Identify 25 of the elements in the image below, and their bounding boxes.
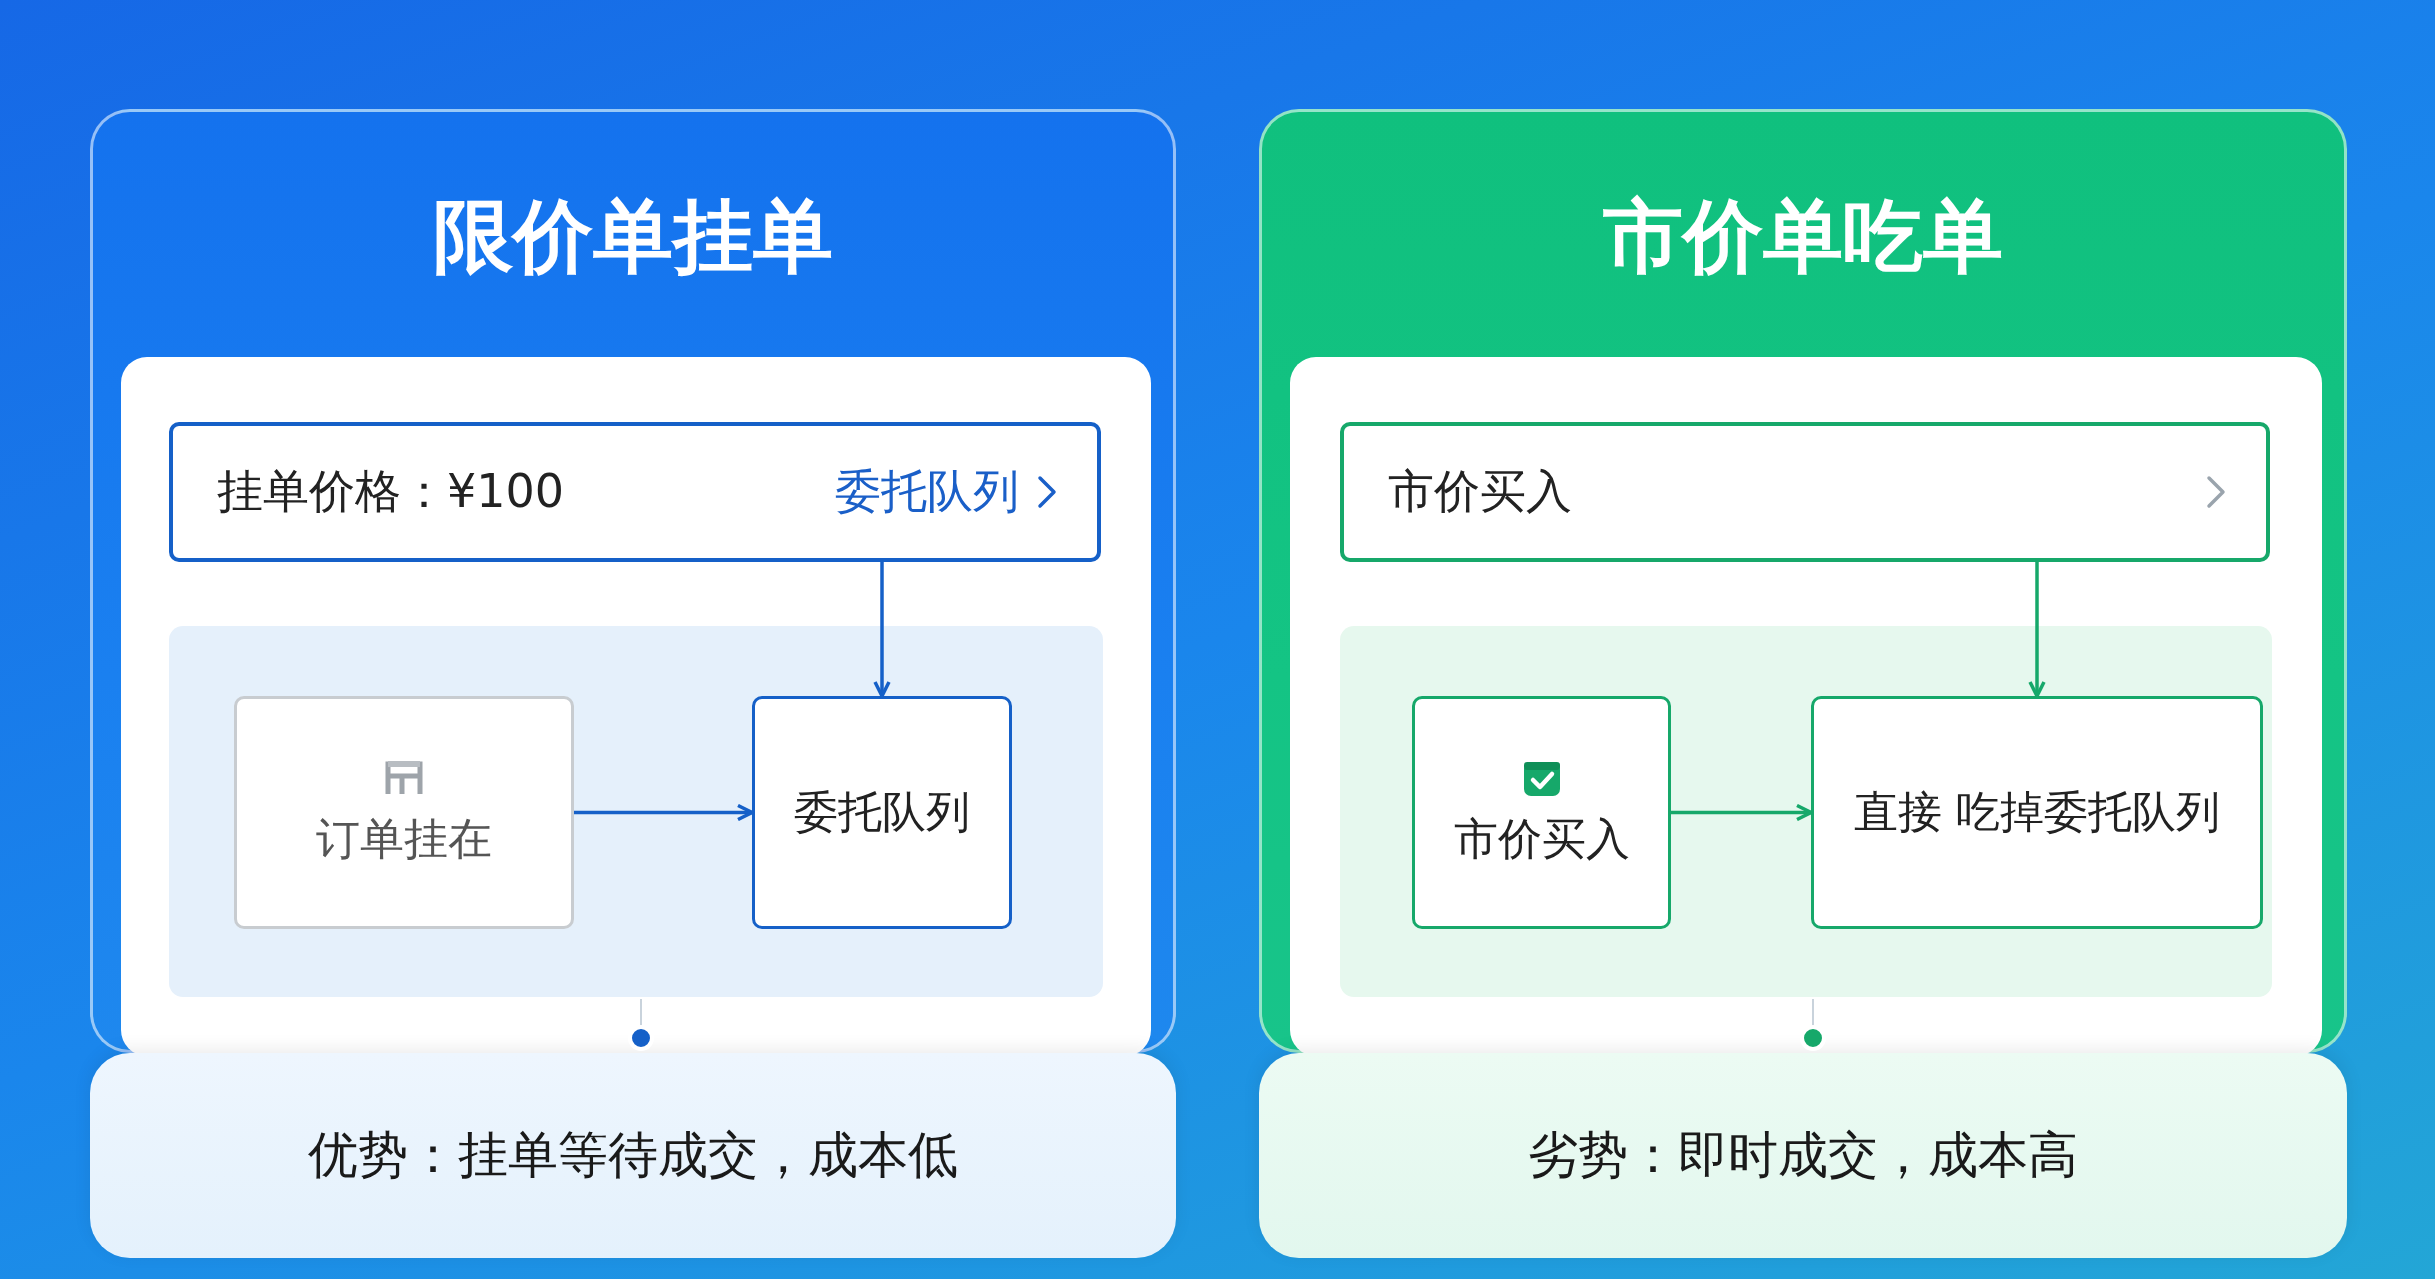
process-box [752, 696, 1012, 929]
input-field [1340, 422, 2270, 562]
field-text: 挂单价格：¥100 [217, 463, 566, 520]
panel-title: 限价单挂单 [432, 192, 834, 282]
box-text: 市价买入 [1453, 812, 1630, 866]
box-text: 直接 吃掉委托队列 [1854, 785, 2220, 839]
field-text: 市价买入 [1388, 463, 1573, 520]
process-box [234, 696, 574, 929]
process-box [1811, 696, 2263, 929]
panel-title: 市价单吃单 [1602, 192, 2004, 282]
box-text: 订单挂在 [316, 812, 492, 866]
arrow [2028, 562, 2046, 698]
panel [90, 109, 1176, 1053]
summary-text: 劣势：即时成交，成本高 [1528, 1125, 2078, 1186]
summary-text: 优势：挂单等待成交，成本低 [308, 1125, 958, 1186]
arrow [1671, 803, 1813, 822]
link-text: 委托队列 [835, 463, 1019, 520]
summary-band [90, 1053, 1176, 1258]
box-text: 委托队列 [794, 785, 970, 839]
input-field [169, 422, 1101, 562]
arrow [873, 562, 891, 698]
arrow [574, 803, 754, 822]
process-box [1412, 696, 1671, 929]
summary-band [1259, 1053, 2347, 1258]
panel [1259, 109, 2347, 1053]
